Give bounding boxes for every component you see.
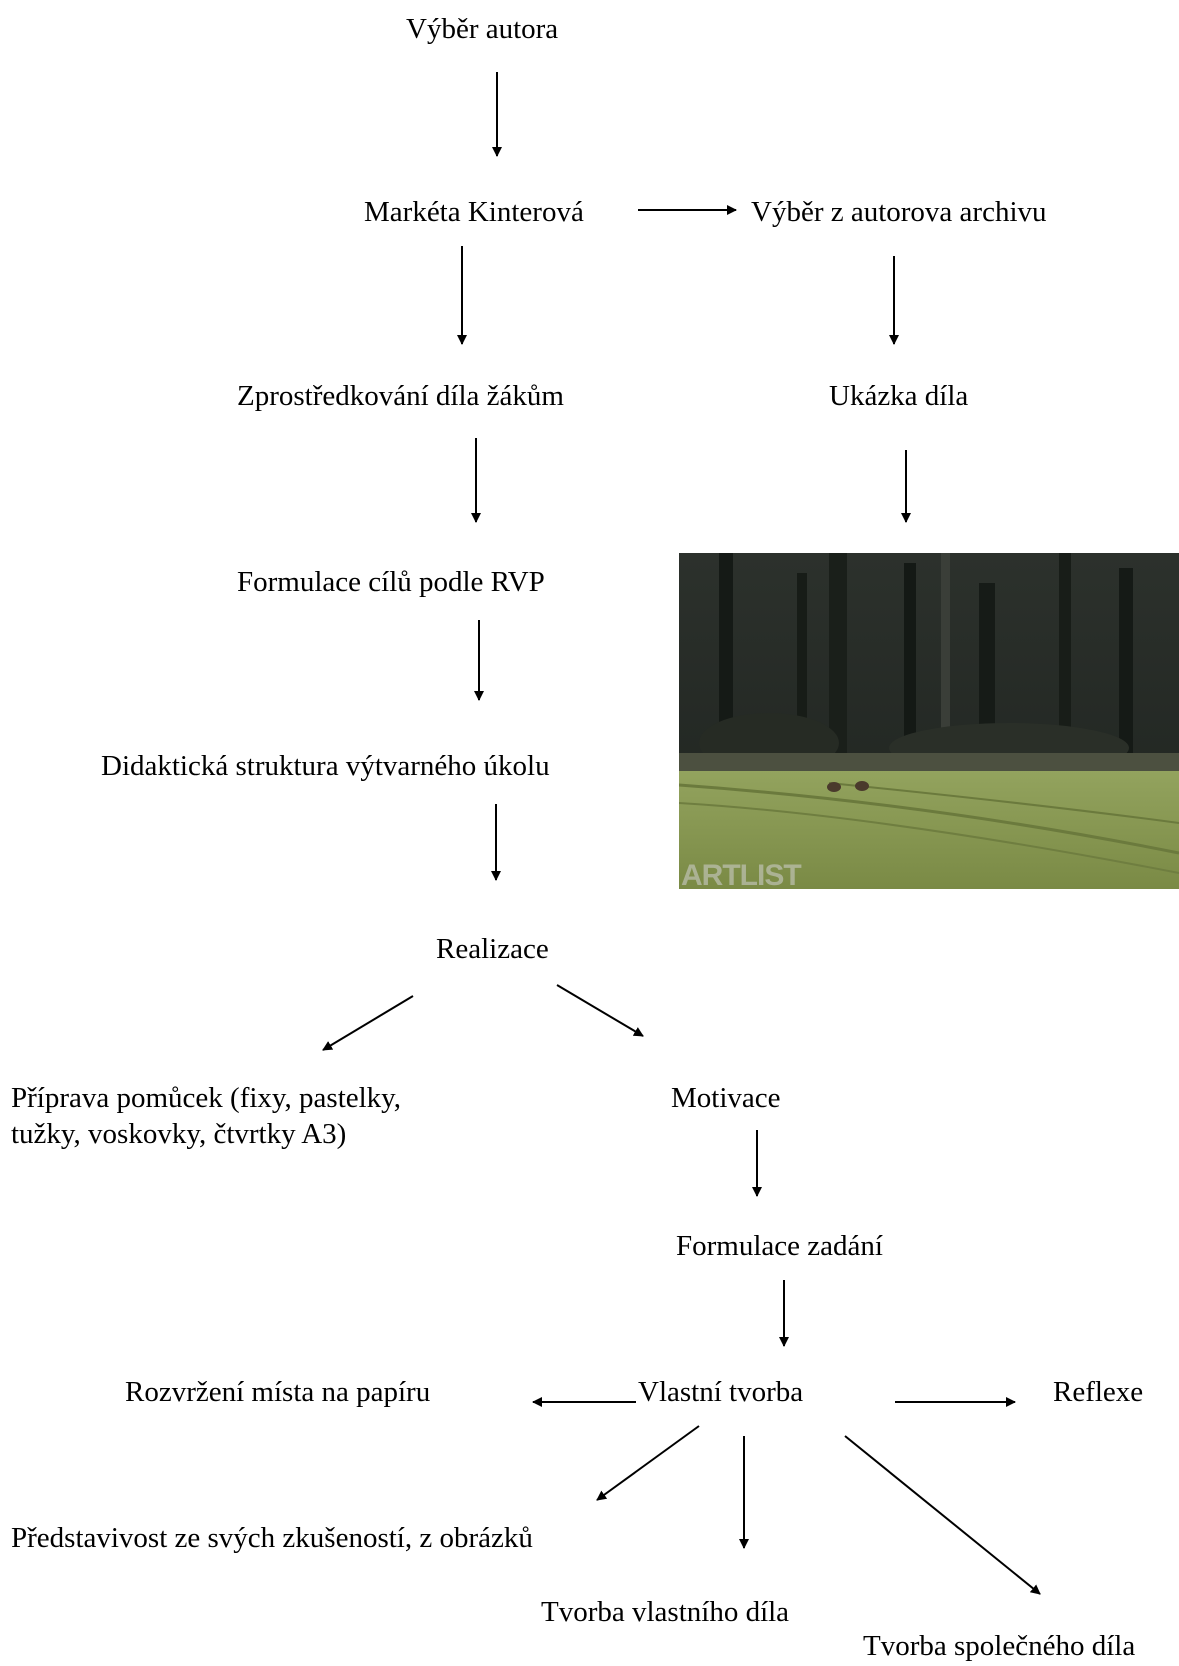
node-vlastni-tvorba: Vlastní tvorba xyxy=(638,1376,804,1408)
node-vyber-autora: Výběr autora xyxy=(406,13,559,45)
node-rozvrzeni: Rozvržení místa na papíru xyxy=(125,1376,431,1408)
node-formulace-cilu: Formulace cílů podle RVP xyxy=(237,566,545,598)
node-priprava: Příprava pomůcek (fixy, pastelky, tužky,… xyxy=(11,1080,401,1152)
arrow-realizace-to-priprava xyxy=(322,995,414,1051)
node-tvorba-spolecneho: Tvorba společného díla xyxy=(863,1630,1136,1662)
node-motivace: Motivace xyxy=(671,1082,781,1114)
artwork-photo: ARTLIST xyxy=(679,553,1179,889)
node-tvorba-vlastniho: Tvorba vlastního díla xyxy=(541,1596,790,1628)
node-zprostredkovani: Zprostředkování díla žákům xyxy=(237,380,564,412)
node-didakticka: Didaktická struktura výtvarného úkolu xyxy=(101,750,550,782)
arrow-vlastni-to-predstavivost xyxy=(596,1425,700,1501)
node-priprava-line1: Příprava pomůcek (fixy, pastelky, xyxy=(11,1082,402,1114)
arrow-realizace-to-motivace xyxy=(556,984,644,1037)
node-ukazka: Ukázka díla xyxy=(829,380,969,412)
arrow-vlastni-to-tvorba-spolecneho xyxy=(844,1435,1041,1595)
node-reflexe: Reflexe xyxy=(1053,1376,1144,1408)
node-vyber-archiv: Výběr z autorova archivu xyxy=(751,196,1047,228)
node-predstavivost: Představivost ze svých zkušeností, z obr… xyxy=(11,1522,533,1554)
node-formulace-zadani: Formulace zadání xyxy=(676,1230,883,1262)
node-priprava-line2: tužky, voskovky, čtvrtky A3) xyxy=(11,1118,347,1150)
node-realizace: Realizace xyxy=(436,933,549,965)
node-autor: Markéta Kinterová xyxy=(364,196,584,228)
watermark-text: ARTLIST xyxy=(681,859,802,889)
